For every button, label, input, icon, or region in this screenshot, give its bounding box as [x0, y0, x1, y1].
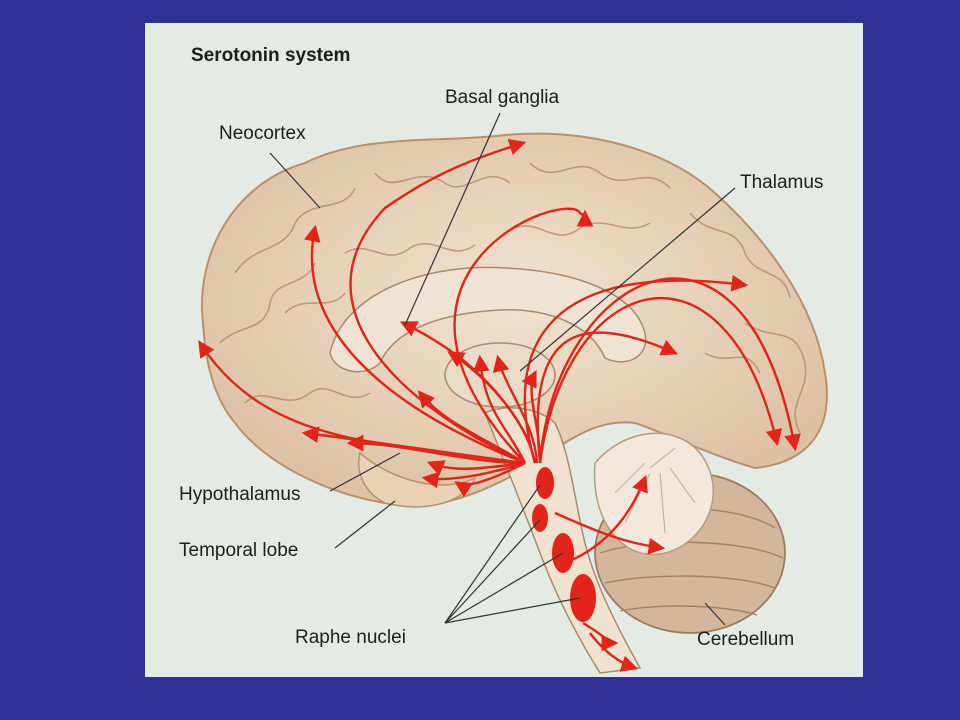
diagram-title: Serotonin system: [191, 45, 351, 66]
gyri-texture: [219, 162, 807, 434]
leader-lines: [269, 112, 736, 626]
diagram-panel: Serotonin system Basal ganglia Neocortex…: [145, 23, 863, 677]
temporal-lobe-shape: [358, 451, 477, 508]
label-cerebellum: Cerebellum: [697, 629, 795, 650]
cerebellum-shape: [593, 432, 786, 634]
label-temporal-lobe: Temporal lobe: [179, 540, 299, 561]
label-basal-ganglia: Basal ganglia: [445, 87, 560, 108]
label-raphe-nuclei: Raphe nuclei: [295, 627, 406, 648]
label-thalamus: Thalamus: [740, 172, 824, 193]
projection-arrows: [198, 138, 801, 672]
corpus-callosum: [329, 266, 647, 373]
label-neocortex: Neocortex: [219, 123, 306, 144]
label-hypothalamus: Hypothalamus: [179, 484, 301, 505]
brain-illustration: [198, 112, 828, 674]
cerebrum-shape: [201, 132, 828, 507]
